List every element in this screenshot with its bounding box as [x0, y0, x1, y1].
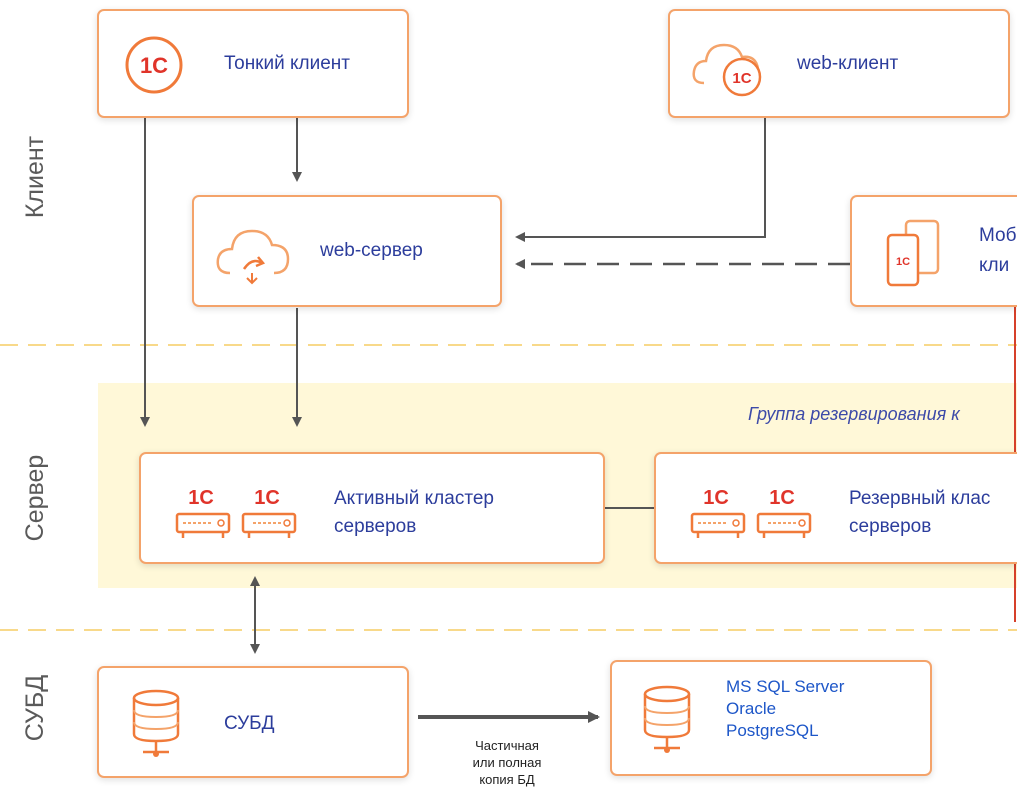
- svg-text:1C: 1C: [140, 53, 168, 78]
- dbms-label: СУБД: [224, 713, 275, 734]
- tier-label-client: Клиент: [21, 135, 49, 219]
- copy-db-label-line3: копия БД: [479, 772, 535, 787]
- web-client-node: 1C web-клиент: [668, 9, 1010, 118]
- thin-client-node: 1C Тонкий клиент: [97, 9, 409, 118]
- copy-db-label-line2: или полная: [472, 755, 542, 770]
- arrow-webclient-to-webserver: [515, 118, 766, 242]
- cloud-sync-icon: [216, 229, 290, 285]
- server-pair-icon: 1C 1C: [690, 487, 812, 538]
- mobile-client-label-line1: Моб: [979, 225, 1017, 246]
- tier-label-server: Сервер: [21, 454, 49, 542]
- thin-client-label: Тонкий клиент: [224, 53, 350, 74]
- svg-text:1C: 1C: [732, 70, 751, 87]
- reserve-cluster-node: 1C 1C Резервный клас серверов: [654, 452, 1017, 564]
- database-icon: [132, 689, 180, 757]
- copy-db-label-line1: Частичная: [475, 738, 539, 753]
- mobile-devices-icon: 1C: [886, 219, 940, 287]
- web-client-label: web-клиент: [797, 53, 899, 74]
- db-engine-mssql: MS SQL Server: [726, 677, 845, 696]
- mobile-client-node: 1C Моб кли: [850, 195, 1017, 307]
- db-engines-list: MS SQL Server Oracle PostgreSQL: [726, 676, 844, 742]
- db-engine-postgresql: PostgreSQL: [726, 721, 819, 740]
- active-cluster-node: 1C 1C Активный кластер серверов: [139, 452, 605, 564]
- db-engine-oracle: Oracle: [726, 699, 777, 718]
- reserve-cluster-label-line1: Резервный клас: [849, 488, 991, 509]
- web-server-node: web-сервер: [192, 195, 502, 307]
- svg-text:1C: 1C: [254, 487, 280, 509]
- svg-text:1C: 1C: [703, 487, 729, 509]
- svg-text:1C: 1C: [769, 487, 795, 509]
- tier-label-dbms: СУБД: [21, 674, 49, 742]
- active-cluster-label-line1: Активный кластер: [334, 488, 494, 509]
- redundancy-group-label: Группа резервирования к: [748, 404, 960, 424]
- db-engines-node: MS SQL Server Oracle PostgreSQL: [610, 660, 932, 776]
- server-pair-icon: 1C 1C: [175, 487, 297, 538]
- active-cluster-label-line2: серверов: [334, 516, 417, 537]
- cloud-onec-icon: 1C: [692, 43, 762, 97]
- copy-db-label: Частичная или полная копия БД: [437, 737, 577, 788]
- web-server-label: web-сервер: [320, 240, 423, 261]
- onec-logo-icon: 1C: [125, 36, 183, 94]
- svg-text:1C: 1C: [896, 256, 910, 268]
- reserve-cluster-label-line2: серверов: [849, 516, 932, 537]
- mobile-client-label-line2: кли: [979, 255, 1010, 276]
- dbms-node: СУБД: [97, 666, 409, 778]
- database-icon: [643, 685, 691, 753]
- svg-text:1C: 1C: [188, 487, 214, 509]
